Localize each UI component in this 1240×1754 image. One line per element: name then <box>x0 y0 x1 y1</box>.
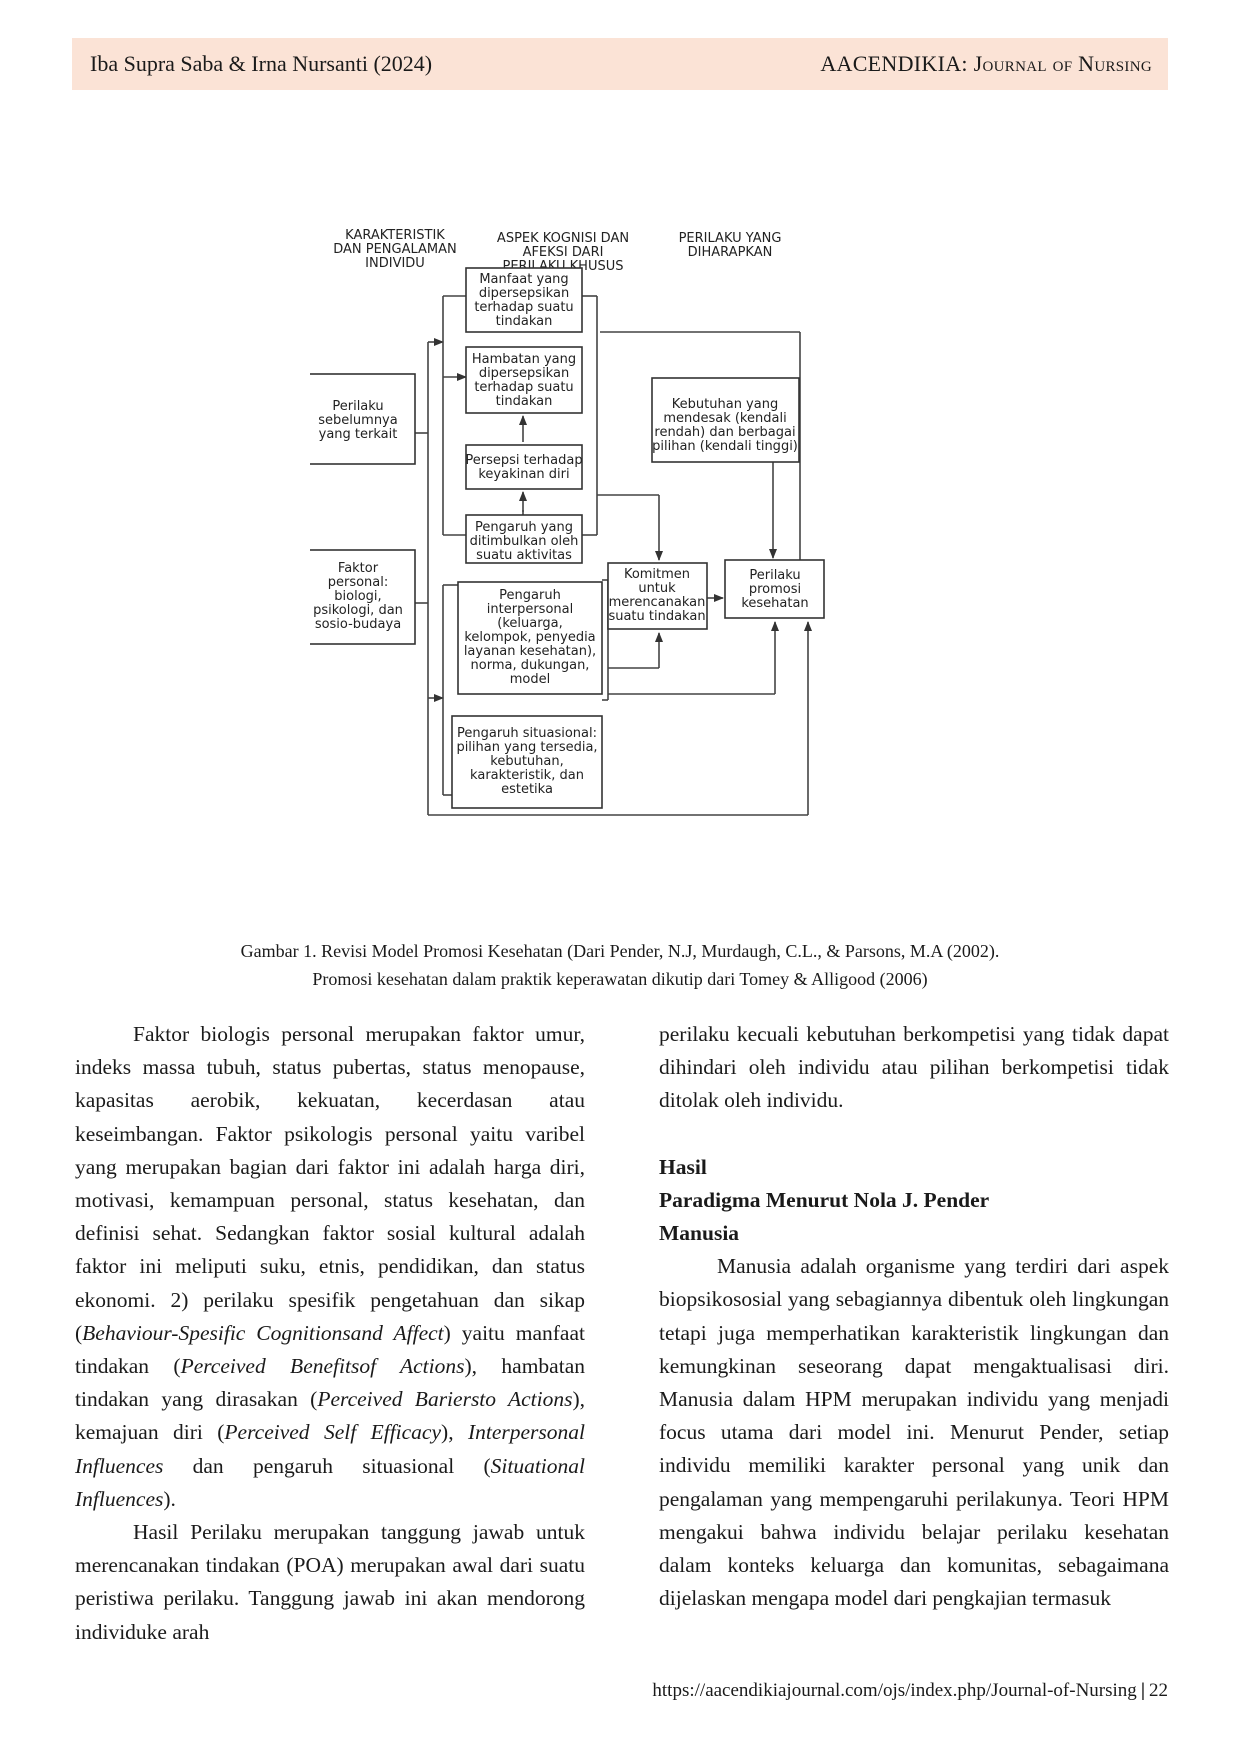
svg-text:yang terkait: yang terkait <box>319 427 398 442</box>
svg-text:Komitmen: Komitmen <box>624 567 690 582</box>
col-header-line: KARAKTERISTIK <box>345 228 445 243</box>
box-perilaku-sebelumnya: Perilaku sebelumnya yang terkait <box>310 373 416 465</box>
svg-text:norma, dukungan,: norma, dukungan, <box>471 658 590 673</box>
svg-text:Persepsi terhadap: Persepsi terhadap <box>465 453 582 468</box>
subsubsection-heading: Manusia <box>659 1221 740 1246</box>
caption-line-2: Promosi kesehatan dalam praktik keperawa… <box>312 969 928 989</box>
svg-text:mendesak (kendali: mendesak (kendali <box>663 411 786 426</box>
svg-text:Manfaat yang: Manfaat yang <box>479 272 568 287</box>
left-column: Faktor biologis personal merupakan fakto… <box>75 1018 585 1649</box>
svg-text:suatu tindakan: suatu tindakan <box>608 609 705 624</box>
svg-text:kelompok, penyedia: kelompok, penyedia <box>464 630 595 645</box>
svg-text:terhadap suatu: terhadap suatu <box>474 380 573 395</box>
col-header-line: DAN PENGALAMAN <box>333 242 457 257</box>
svg-text:pilihan (kendali tinggi): pilihan (kendali tinggi) <box>652 439 798 454</box>
svg-text:personal:: personal: <box>328 575 389 590</box>
svg-text:Pengaruh yang: Pengaruh yang <box>475 520 573 535</box>
box-hambatan: Hambatan yang dipersepsikan terhadap sua… <box>465 346 583 414</box>
page-footer: https://aacendikiajournal.com/ojs/index.… <box>652 1680 1168 1702</box>
caption-line-1: Gambar 1. Revisi Model Promosi Kesehatan… <box>240 941 1000 961</box>
col-header-karakteristik: KARAKTERISTIK DAN PENGALAMAN INDIVIDU <box>333 228 457 271</box>
svg-text:rendah) dan berbagai: rendah) dan berbagai <box>654 425 795 440</box>
box-faktor-personal: Faktor personal: biologi, psikologi, dan… <box>310 549 416 645</box>
svg-text:ditimbulkan oleh: ditimbulkan oleh <box>470 534 579 549</box>
col-header-line: ASPEK KOGNISI DAN <box>497 231 629 246</box>
col-header-line: INDIVIDU <box>365 256 425 271</box>
paragraph: perilaku kecuali kebutuhan berkompetisi … <box>659 1022 1169 1113</box>
svg-text:dipersepsikan: dipersepsikan <box>479 366 569 381</box>
section-heading: Hasil <box>659 1154 707 1179</box>
paragraph: Manusia adalah organisme yang terdiri da… <box>659 1254 1169 1611</box>
col-header-line: DIHARAPKAN <box>688 245 773 260</box>
svg-text:Perilaku: Perilaku <box>749 568 800 583</box>
svg-text:merencanakan: merencanakan <box>609 595 706 610</box>
svg-text:sosio-budaya: sosio-budaya <box>315 617 401 632</box>
subsection-heading: Paradigma Menurut Nola J. Pender <box>659 1187 990 1212</box>
svg-text:untuk: untuk <box>638 581 676 596</box>
box-pengaruh-aktivitas: Pengaruh yang ditimbulkan oleh suatu akt… <box>465 514 583 564</box>
svg-text:pilihan yang tersedia,: pilihan yang tersedia, <box>456 740 597 755</box>
svg-text:keyakinan diri: keyakinan diri <box>478 467 569 482</box>
svg-text:Faktor: Faktor <box>338 561 379 576</box>
svg-text:interpersonal: interpersonal <box>487 602 573 617</box>
box-interpersonal: Pengaruh interpersonal (keluarga, kelomp… <box>457 581 603 695</box>
svg-text:layanan kesehatan),: layanan kesehatan), <box>464 644 596 659</box>
footer-separator: | <box>1140 1680 1145 1701</box>
box-situasional: Pengaruh situasional: pilihan yang terse… <box>451 715 603 809</box>
page-header: Iba Supra Saba & Irna Nursanti (2024) AA… <box>72 38 1168 90</box>
box-persepsi: Persepsi terhadap keyakinan diri <box>465 444 583 490</box>
svg-text:Kebutuhan yang: Kebutuhan yang <box>672 397 778 412</box>
svg-text:psikologi, dan: psikologi, dan <box>313 603 403 618</box>
svg-text:Perilaku: Perilaku <box>332 399 383 414</box>
col-header-line: AFEKSI DARI <box>523 245 604 260</box>
paragraph: Faktor biologis personal merupakan fakto… <box>75 1022 586 1511</box>
svg-text:dipersepsikan: dipersepsikan <box>479 286 569 301</box>
footer-url[interactable]: https://aacendikiajournal.com/ojs/index.… <box>652 1680 1137 1701</box>
col-header-line: PERILAKU YANG <box>679 231 782 246</box>
svg-text:(keluarga,: (keluarga, <box>497 616 562 631</box>
page-number: 22 <box>1149 1680 1168 1701</box>
svg-text:kesehatan: kesehatan <box>741 596 808 611</box>
health-promotion-model-diagram: KARAKTERISTIK DAN PENGALAMAN INDIVIDU AS… <box>310 220 950 930</box>
svg-text:estetika: estetika <box>501 782 553 797</box>
paragraph: Hasil Perilaku merupakan tanggung jawab … <box>75 1520 585 1644</box>
svg-text:Pengaruh: Pengaruh <box>499 588 561 603</box>
box-perilaku-promosi: Perilaku promosi kesehatan <box>724 559 825 619</box>
svg-text:promosi: promosi <box>749 582 801 597</box>
header-authors: Iba Supra Saba & Irna Nursanti (2024) <box>90 51 433 76</box>
diagram-connectors <box>415 295 812 816</box>
box-kebutuhan: Kebutuhan yang mendesak (kendali rendah)… <box>651 377 800 463</box>
svg-text:Pengaruh situasional:: Pengaruh situasional: <box>457 726 597 741</box>
header-journal: AACENDIKIA: Journal of Nursing <box>820 51 1152 76</box>
box-manfaat: Manfaat yang dipersepsikan terhadap suat… <box>465 267 583 333</box>
svg-text:tindakan: tindakan <box>496 314 553 329</box>
svg-text:terhadap suatu: terhadap suatu <box>474 300 573 315</box>
svg-text:kebutuhan,: kebutuhan, <box>490 754 563 769</box>
svg-text:tindakan: tindakan <box>496 394 553 409</box>
svg-text:suatu aktivitas: suatu aktivitas <box>476 548 572 563</box>
box-komitmen: Komitmen untuk merencanakan suatu tindak… <box>607 562 708 630</box>
right-column: perilaku kecuali kebutuhan berkompetisi … <box>659 1018 1169 1615</box>
svg-text:karakteristik, dan: karakteristik, dan <box>470 768 584 783</box>
svg-text:Hambatan yang: Hambatan yang <box>472 352 576 367</box>
figure-caption: Gambar 1. Revisi Model Promosi Kesehatan… <box>72 937 1168 993</box>
col-header-perilaku-diharapkan: PERILAKU YANG DIHARAPKAN <box>679 231 782 260</box>
svg-text:biologi,: biologi, <box>334 589 381 604</box>
svg-text:sebelumnya: sebelumnya <box>318 413 397 428</box>
svg-text:model: model <box>510 672 550 687</box>
